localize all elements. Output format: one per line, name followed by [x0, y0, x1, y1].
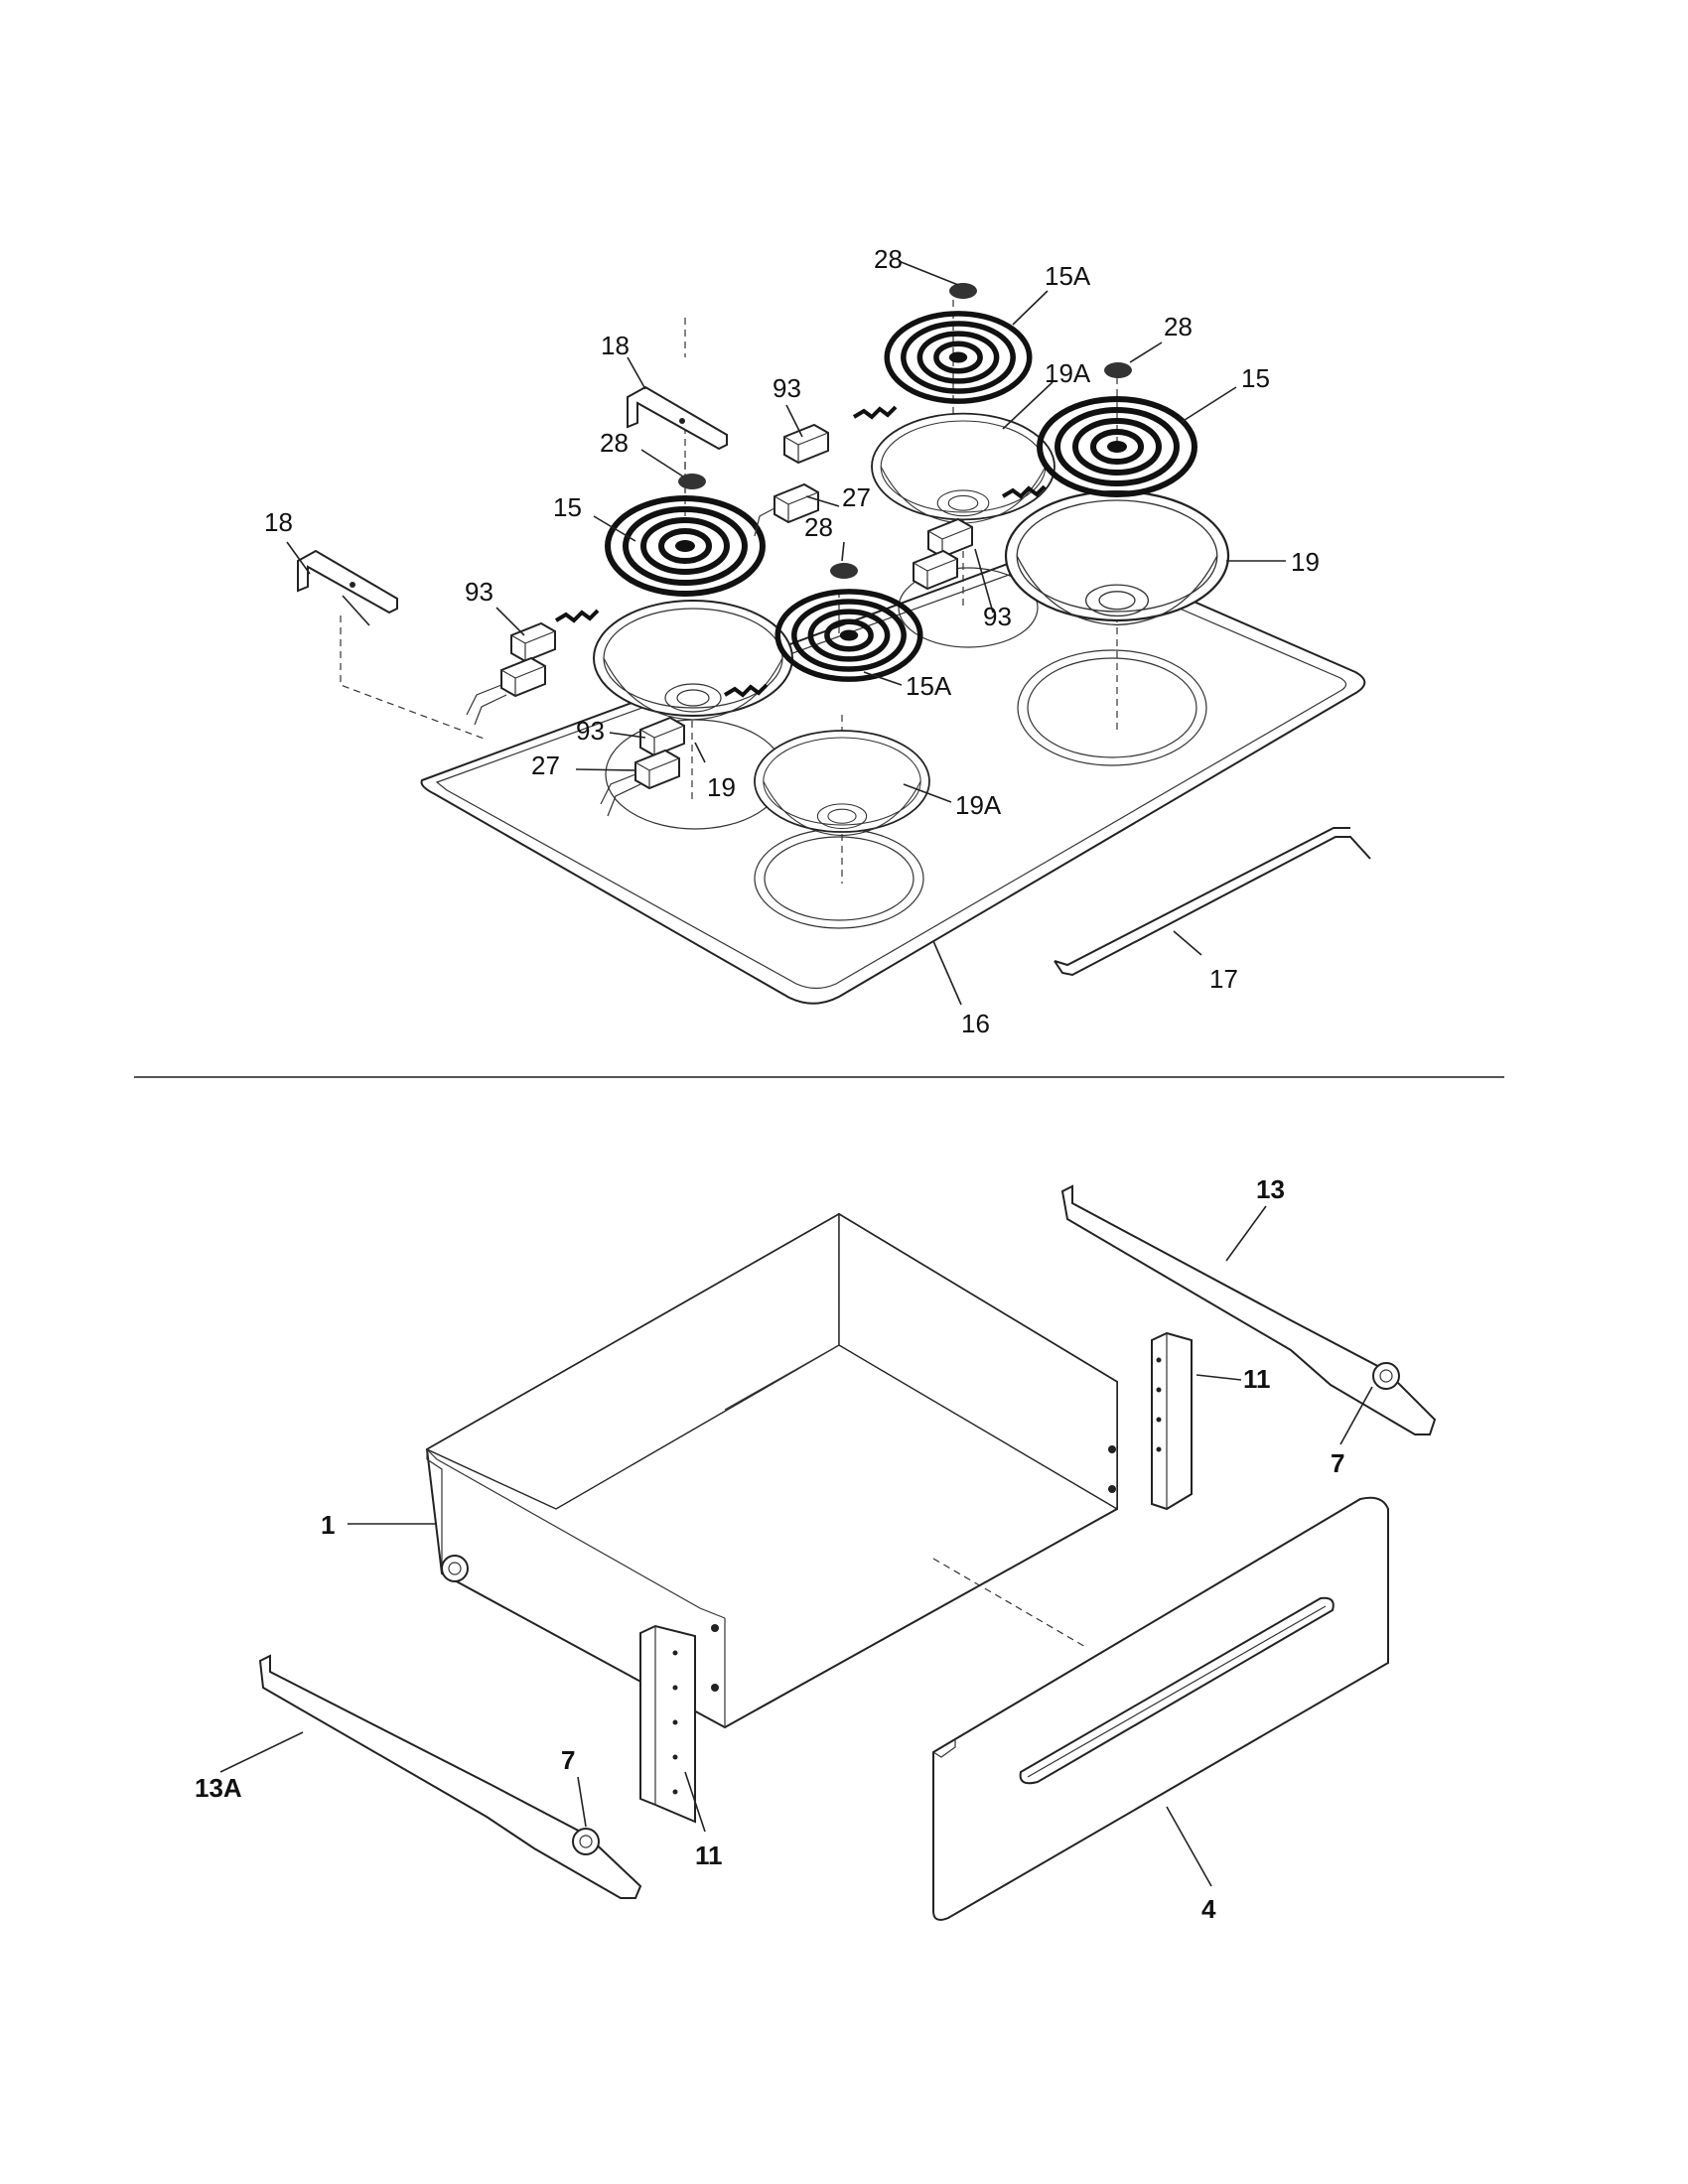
label-18-top: 18 — [601, 331, 630, 360]
label-93-low: 93 — [576, 716, 605, 746]
label-28-a: 28 — [874, 244, 903, 274]
drawer-body-1 — [425, 1212, 1118, 1729]
receptacle-93-top — [783, 424, 829, 464]
label-28-c: 28 — [600, 428, 629, 458]
label-4: 4 — [1201, 1894, 1216, 1924]
trim-28-a — [949, 283, 977, 299]
drawer-rail-13a — [258, 1654, 642, 1899]
label-15-right: 15 — [1241, 363, 1270, 393]
rod-17 — [1054, 827, 1371, 977]
terminal-block-27-left — [500, 657, 546, 697]
label-16: 16 — [961, 1009, 990, 1038]
label-7-left: 7 — [561, 1745, 575, 1775]
drip-bowl-19a-back — [871, 412, 1055, 524]
label-27-top: 27 — [842, 482, 871, 512]
label-19a-low: 19A — [955, 790, 1002, 820]
bracket-18-top — [627, 386, 728, 450]
drawer-rail-13 — [1060, 1184, 1437, 1435]
label-15a-top: 15A — [1045, 261, 1091, 291]
label-93-top: 93 — [773, 373, 801, 403]
drawer-front-4 — [932, 1496, 1389, 1921]
label-19-right: 19 — [1291, 547, 1320, 577]
label-15-left: 15 — [553, 492, 582, 522]
label-11-left: 11 — [695, 1841, 723, 1870]
label-7-right: 7 — [1331, 1448, 1344, 1478]
drawer-slide-11-left — [639, 1624, 696, 1824]
terminal-block-27-mid — [913, 550, 958, 590]
label-11-right: 11 — [1243, 1364, 1271, 1394]
surface-element-15a-back — [887, 314, 1030, 401]
label-1: 1 — [321, 1510, 335, 1540]
label-28-d: 28 — [804, 512, 833, 542]
trim-28-d — [830, 563, 858, 579]
trim-28-c — [678, 474, 706, 489]
receptacle-93-mid — [927, 518, 973, 558]
wire-lead-c — [554, 609, 600, 622]
label-28-b: 28 — [1164, 312, 1193, 341]
label-18-left: 18 — [264, 507, 293, 537]
label-19-low: 19 — [707, 772, 736, 802]
wire-lead-a — [852, 405, 898, 419]
trim-28-b — [1104, 362, 1132, 378]
label-13a: 13A — [195, 1773, 242, 1803]
drawer-slide-11-right — [1151, 1331, 1193, 1511]
label-19a-top: 19A — [1045, 358, 1091, 388]
label-13: 13 — [1256, 1174, 1285, 1204]
drawer-assembly: 13 11 7 1 13A 7 11 4 — [195, 1174, 1437, 1924]
label-93-left: 93 — [465, 577, 493, 607]
cooktop-assembly: 28 15A 28 15 19A 18 93 28 27 15 18 28 93… — [264, 244, 1371, 1038]
label-15a-mid: 15A — [906, 671, 952, 701]
bracket-18-left — [297, 550, 398, 614]
label-27-low: 27 — [531, 751, 560, 780]
label-93-mid: 93 — [983, 602, 1012, 631]
label-17: 17 — [1209, 964, 1238, 994]
